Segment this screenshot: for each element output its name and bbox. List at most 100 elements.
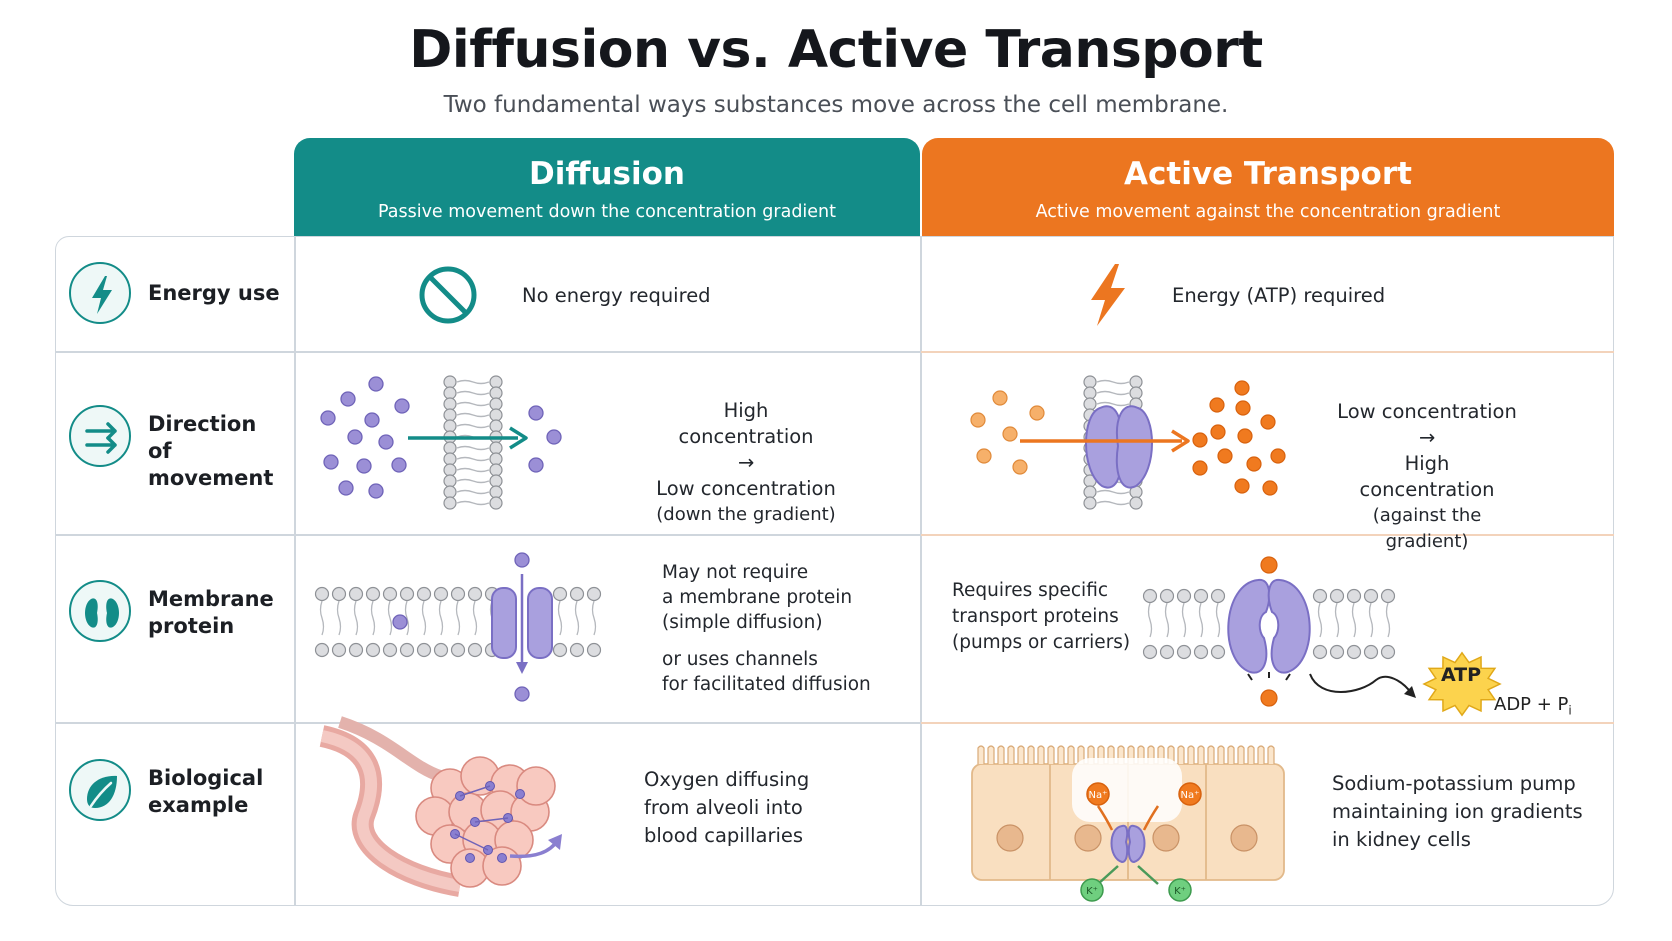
lipid-head xyxy=(1159,644,1175,660)
active-direction-text: Low concentration → High concentration (… xyxy=(1337,399,1517,555)
lipid-head xyxy=(1083,375,1097,389)
microvillus xyxy=(1047,745,1055,764)
lipid-tail xyxy=(472,600,478,636)
row-label-text: Energy use xyxy=(148,281,280,305)
microvillus xyxy=(1217,745,1225,764)
lipid-head xyxy=(1312,588,1328,604)
molecule xyxy=(378,434,394,450)
diffusion-energy-text: No energy required xyxy=(522,284,711,307)
lipid-head xyxy=(1129,386,1143,400)
lipid-tail xyxy=(336,600,342,636)
kidney-cells-illustration: Na⁺Na⁺K⁺K⁺ xyxy=(971,745,1285,902)
ion-label: K⁺ xyxy=(1086,886,1098,897)
molecule xyxy=(394,398,410,414)
molecule xyxy=(970,412,986,428)
molecule xyxy=(1217,448,1233,464)
lipid-head xyxy=(443,485,457,499)
lipid-tail xyxy=(456,379,490,385)
lipid-tail xyxy=(1368,602,1374,638)
lipid-head xyxy=(331,642,347,658)
microvillus xyxy=(1227,745,1235,764)
lipid-head xyxy=(382,586,398,602)
diffusion-direction-illustration xyxy=(320,375,562,510)
lipid-tail xyxy=(456,390,490,396)
atp-label: ATP xyxy=(1440,664,1482,686)
lipid-head xyxy=(450,586,466,602)
lipid-head xyxy=(1083,386,1097,400)
microvillus xyxy=(1247,745,1255,764)
microvillus xyxy=(1237,745,1245,764)
diffusion-protein-illustration xyxy=(314,552,602,702)
molecule xyxy=(1270,448,1286,464)
ion xyxy=(1260,556,1278,574)
lipid-head xyxy=(1083,496,1097,510)
lipid-head xyxy=(489,496,503,510)
page-title: Diffusion vs. Active Transport xyxy=(409,20,1263,80)
molecule xyxy=(1209,397,1225,413)
lipid-head xyxy=(1380,588,1396,604)
molecule xyxy=(1234,380,1250,396)
molecule xyxy=(976,448,992,464)
text-line: (against the gradient) xyxy=(1372,505,1482,552)
ion xyxy=(1178,782,1202,806)
lipid-head xyxy=(314,586,330,602)
lipid-head xyxy=(1210,644,1226,660)
molecule xyxy=(1262,480,1278,496)
molecule xyxy=(1260,414,1276,430)
molecule xyxy=(1002,426,1018,442)
diffusion-column-header: Diffusion Passive movement down the conc… xyxy=(294,138,920,236)
text-line: May not require xyxy=(662,562,809,583)
carrier-protein xyxy=(1085,405,1123,489)
na-arrow xyxy=(1142,805,1160,831)
lipid-tail xyxy=(1096,401,1130,407)
microvillus xyxy=(1077,745,1085,764)
ion-label: K⁺ xyxy=(1174,886,1186,897)
lipid-head xyxy=(416,642,432,658)
lipid-tail xyxy=(438,600,444,636)
text-line: in kidney cells xyxy=(1332,828,1471,851)
lipid-head xyxy=(1329,588,1345,604)
no-energy-icon xyxy=(419,266,477,324)
lipid-tail xyxy=(1215,602,1221,638)
carrier-protein xyxy=(1115,405,1153,489)
molecule xyxy=(1237,428,1253,444)
text-line: Sodium-potassium pump xyxy=(1332,772,1576,795)
lipid-head xyxy=(586,586,602,602)
lipid-head xyxy=(399,642,415,658)
lipid-head xyxy=(382,642,398,658)
diffusion-example-text: Oxygen diffusing from alveoli into blood… xyxy=(644,766,809,850)
lipid-head xyxy=(1312,644,1328,660)
lipid-tail xyxy=(1385,602,1391,638)
divider xyxy=(55,351,920,353)
lipid-head xyxy=(1193,644,1209,660)
lipid-tail xyxy=(1351,602,1357,638)
lipid-tail xyxy=(404,600,410,636)
burst-line xyxy=(1285,673,1291,681)
lipid-head xyxy=(365,586,381,602)
lightning-icon xyxy=(69,262,131,324)
lipid-head xyxy=(416,586,432,602)
adp-label: ADP + Pi xyxy=(1494,694,1572,718)
lipid-head xyxy=(552,642,568,658)
page-subtitle: Two fundamental ways substances move acr… xyxy=(443,92,1229,118)
lipid-head xyxy=(443,496,457,510)
lipid-head xyxy=(1142,644,1158,660)
lipid-head xyxy=(1380,644,1396,660)
divider xyxy=(921,722,1614,724)
lipid-tail xyxy=(1334,602,1340,638)
oxygen-molecule xyxy=(497,853,507,863)
active-example-text: Sodium-potassium pump maintaining ion gr… xyxy=(1332,770,1583,854)
atp-burst xyxy=(1422,651,1502,717)
lipid-tail xyxy=(456,478,490,484)
lipid-tail xyxy=(456,456,490,462)
lipid-head xyxy=(433,586,449,602)
pump-protein xyxy=(1127,824,1146,864)
row-label-line: example xyxy=(148,793,249,817)
lipid-head xyxy=(489,397,503,411)
lipid-head xyxy=(489,452,503,466)
microvillus xyxy=(1267,745,1275,764)
comparison-table xyxy=(55,236,1614,906)
lipid-head xyxy=(399,586,415,602)
adp-text: ADP + P xyxy=(1494,694,1569,715)
lipid-head xyxy=(1129,496,1143,510)
